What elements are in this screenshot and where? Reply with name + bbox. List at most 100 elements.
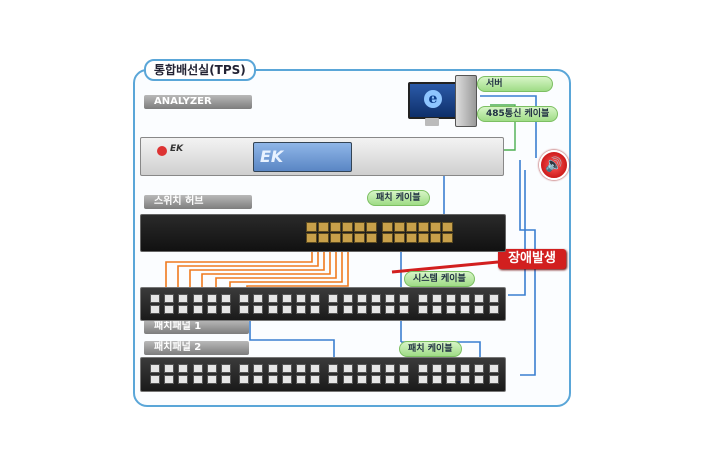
switch-port (442, 233, 453, 243)
patch-panel-1-port (192, 305, 203, 314)
analyzer-brand: EK (170, 144, 184, 154)
switch-port (318, 222, 329, 232)
patch-panel-1-port (150, 294, 160, 303)
patch-panel-2-port (371, 375, 381, 384)
patch-panel-1-port (446, 294, 456, 303)
patch-panel-1-port (178, 294, 189, 303)
patch-panel-2-port (474, 375, 485, 384)
patch-panel-2-port (239, 364, 250, 373)
patch-panel-1-port (431, 294, 442, 303)
patch-panel-2-port (446, 375, 456, 384)
patch-panel-2-port (356, 364, 367, 373)
patch-panel-1-port (206, 294, 217, 303)
switch-port (330, 233, 341, 243)
patch-panel-1-port (253, 294, 264, 303)
orange-patch-cables (165, 248, 349, 290)
switch-port (318, 233, 329, 243)
switch-port (366, 222, 377, 232)
pc-tower-icon (455, 75, 477, 127)
patch-panel-1-port (328, 294, 339, 303)
patch-panel-2-port (328, 364, 339, 373)
patch-panel-2-port (239, 375, 250, 384)
server-label: 서버 (477, 76, 553, 92)
switch-port (382, 222, 393, 232)
patch-panel-1-port (399, 305, 410, 314)
patch-panel-2-port (178, 364, 189, 373)
patch-panel-2-port (253, 364, 264, 373)
patch-panel-1-port (253, 305, 264, 314)
patch-panel-2-port (385, 375, 396, 384)
switch-port (330, 222, 341, 232)
switch-port (366, 233, 377, 243)
patch-panel-1-port (342, 305, 353, 314)
patch-panel-1-port (356, 305, 367, 314)
patch-panel-1-port (399, 294, 410, 303)
patch-panel-1-port (310, 305, 321, 314)
patch-panel-1-port (431, 305, 442, 314)
patch-panel-1-port (178, 305, 189, 314)
patch-panel-1-port (488, 294, 499, 303)
patch-panel-1-port (474, 294, 485, 303)
patch-panel-2-port (296, 364, 306, 373)
patch-panel-1-port (221, 305, 231, 314)
patch-panel-1-label: 패치패널 1 (144, 320, 249, 334)
patch-panel-2-port (399, 364, 410, 373)
switch-label: 스위치 허브 (144, 195, 252, 209)
patch-panel-2-port (417, 375, 428, 384)
switch-port (406, 222, 417, 232)
patch-panel-1-port (385, 294, 396, 303)
patch-panel-2-port (342, 364, 353, 373)
switch-port (394, 233, 405, 243)
patch-panel-2-port (150, 375, 160, 384)
patch-panel-2-port (221, 375, 231, 384)
patch-panel-2-port (431, 375, 442, 384)
switch-port (418, 222, 429, 232)
analyzer-lcd: EK (253, 142, 352, 172)
patch-panel-2-port (164, 364, 175, 373)
lcd-logo: EK (260, 147, 284, 166)
analyzer-rs485-cable (490, 104, 516, 151)
patch-panel-1-port (221, 294, 231, 303)
patch-panel-2-label: 패치패널 2 (144, 341, 249, 355)
patch-panel-2-port (460, 375, 471, 384)
patch-panel-1-port (150, 305, 160, 314)
switch-port (342, 233, 353, 243)
switch-port (430, 222, 441, 232)
patch-panel-2-port (385, 364, 396, 373)
patch-panel-1-port (474, 305, 485, 314)
switch-port (382, 233, 393, 243)
patch-panel-2-port (371, 364, 381, 373)
patch-panel-1-port (296, 294, 306, 303)
patch-panel-2-port (281, 364, 292, 373)
patch-panel-2-port (192, 375, 203, 384)
switch-port (306, 233, 317, 243)
patch-panel-2-port (310, 364, 321, 373)
patch-panel-2-port (399, 375, 410, 384)
patch-panel-2-port (281, 375, 292, 384)
switch-port (354, 233, 365, 243)
patch-panel-1-port (417, 305, 428, 314)
analyzer-label: ANALYZER (144, 95, 252, 109)
patch-panel-2-port (192, 364, 203, 373)
patch-panel-2-port (417, 364, 428, 373)
patch-panel-1-port (281, 294, 292, 303)
switch-port (342, 222, 353, 232)
patch-panel-1-port (460, 294, 471, 303)
patch-panel-2-port (296, 375, 306, 384)
patch-panel-2-port (267, 364, 278, 373)
patch-panel-1-port (446, 305, 456, 314)
system-cable-label: 시스템 케이블 (404, 271, 475, 287)
patch-panel-2-port (150, 364, 160, 373)
patch-panel-1-port (488, 305, 499, 314)
switch-port (394, 222, 405, 232)
patch-panel-1-port (192, 294, 203, 303)
patch-panel-1-port (281, 305, 292, 314)
patch-panel-1-port (267, 294, 278, 303)
patch-panel-2-port (356, 375, 367, 384)
patch-panel-2-port (488, 375, 499, 384)
rs485-cable-label: 485통신 케이블 (477, 106, 559, 122)
patch-panel-1-port (460, 305, 471, 314)
patch-panel-2-port (431, 364, 442, 373)
patch-panel-1-port (164, 294, 175, 303)
